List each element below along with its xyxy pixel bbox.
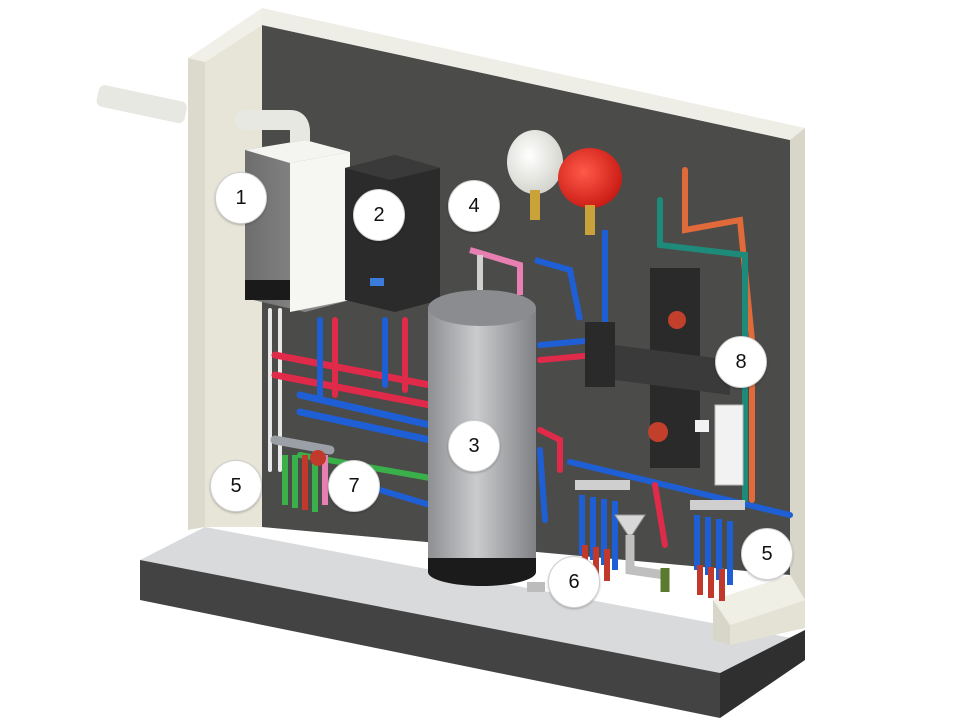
right-side-wall: [713, 128, 805, 645]
callout-label: 8: [735, 350, 747, 373]
left-manifold: [282, 450, 328, 512]
callout-5-left: 5: [210, 460, 262, 512]
gas-boiler: [245, 140, 350, 312]
left-pipework: [268, 308, 434, 508]
callout-4: 4: [448, 180, 500, 232]
callout-3: 3: [448, 420, 500, 472]
expansion-vessels: [507, 130, 622, 235]
callout-7: 7: [328, 460, 380, 512]
callout-6: 6: [548, 556, 600, 608]
callout-label: 5: [230, 474, 242, 497]
right-manifolds: [575, 480, 745, 601]
flue-pipe: [96, 85, 310, 168]
hydraulic-unit: [585, 268, 744, 486]
drain-funnel: [527, 514, 670, 592]
callout-2: 2: [353, 189, 405, 241]
callout-5-right: 5: [741, 528, 793, 580]
callout-label: 3: [468, 434, 480, 457]
callout-label: 4: [468, 194, 480, 217]
callout-label: 7: [348, 474, 360, 497]
callout-8: 8: [715, 336, 767, 388]
callout-label: 5: [761, 542, 773, 565]
floor-slab: [140, 527, 805, 718]
callout-label: 1: [235, 186, 247, 209]
callout-label: 2: [373, 203, 385, 226]
callout-1: 1: [215, 172, 267, 224]
wall-top-edge: [262, 8, 805, 140]
callout-label: 6: [568, 570, 580, 593]
tank-top-fittings: [469, 230, 608, 340]
